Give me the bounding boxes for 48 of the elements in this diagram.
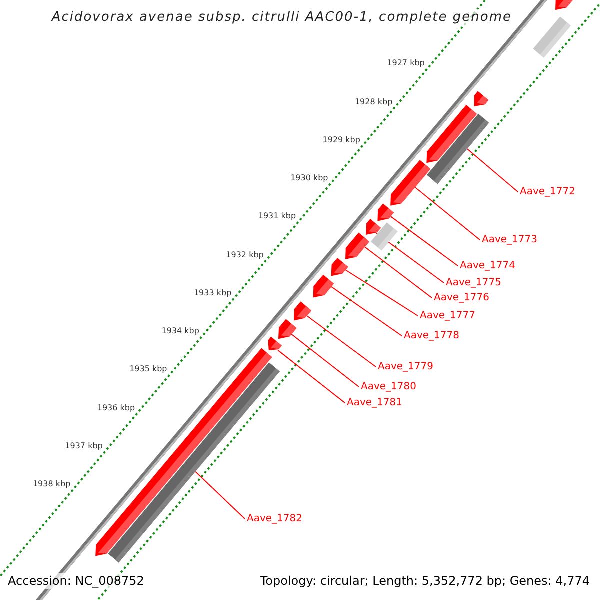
gene-block: [268, 336, 282, 350]
gene-block: [346, 232, 370, 260]
gene-block: [294, 302, 312, 321]
accession-note: Accession: NC_008752: [6, 573, 146, 589]
scale-label: 1929 kbp: [322, 135, 360, 144]
leader-line: [364, 246, 432, 298]
gene-bar: [533, 16, 571, 58]
gene-block: [426, 105, 478, 164]
gene-block: [474, 91, 489, 106]
gene-label: Aave_1773: [482, 234, 538, 246]
gene-block: [390, 160, 431, 206]
scale-label: 1938 kbp: [32, 480, 71, 489]
leader-line: [345, 270, 418, 316]
gene-label: Aave_1777: [420, 310, 476, 322]
scale-label: 1932 kbp: [226, 250, 264, 260]
scale-label: 1934 kbp: [162, 326, 200, 336]
leader-line: [306, 316, 376, 368]
scale-label: 1930 kbp: [290, 174, 328, 183]
leader-line: [390, 216, 458, 266]
genome-info-note: Topology: circular; Length: 5,352,772 bp; Genes: 4,774: [258, 573, 592, 589]
leader-line: [331, 286, 402, 336]
gene-label: Aave_1778: [404, 330, 460, 342]
gene-block: [331, 258, 348, 276]
scale-label: 1931 kbp: [258, 212, 296, 221]
gene-label: Aave_1772: [520, 186, 576, 198]
gene-block: [313, 274, 334, 298]
leader-line: [376, 232, 444, 284]
gene-block: [378, 204, 394, 222]
scale-label: 1933 kbp: [194, 288, 232, 298]
scale-label: 1927 kbp: [387, 58, 425, 68]
scale-label: 1936 kbp: [97, 403, 136, 412]
gene-label: Aave_1774: [460, 260, 516, 272]
leader-line: [291, 334, 360, 388]
scale-label: 1928 kbp: [354, 97, 393, 106]
gene-label: Aave_1781: [347, 398, 402, 408]
leader-line: [414, 187, 480, 240]
scale-label: 1935 kbp: [130, 364, 168, 374]
gene-label: Aave_1779: [378, 362, 434, 372]
gene-block: [366, 219, 382, 235]
leader-line: [466, 148, 518, 192]
gene-label: Aave_1782: [247, 514, 302, 524]
gene-block: [278, 319, 297, 340]
scale-label: 1937 kbp: [65, 441, 103, 450]
leader-line: [278, 350, 346, 404]
gene-bar: [370, 222, 398, 251]
gene-label: Aave_1780: [361, 382, 416, 392]
gene-label: Aave_1775: [446, 278, 502, 288]
gene-label: Aave_1776: [434, 292, 490, 304]
